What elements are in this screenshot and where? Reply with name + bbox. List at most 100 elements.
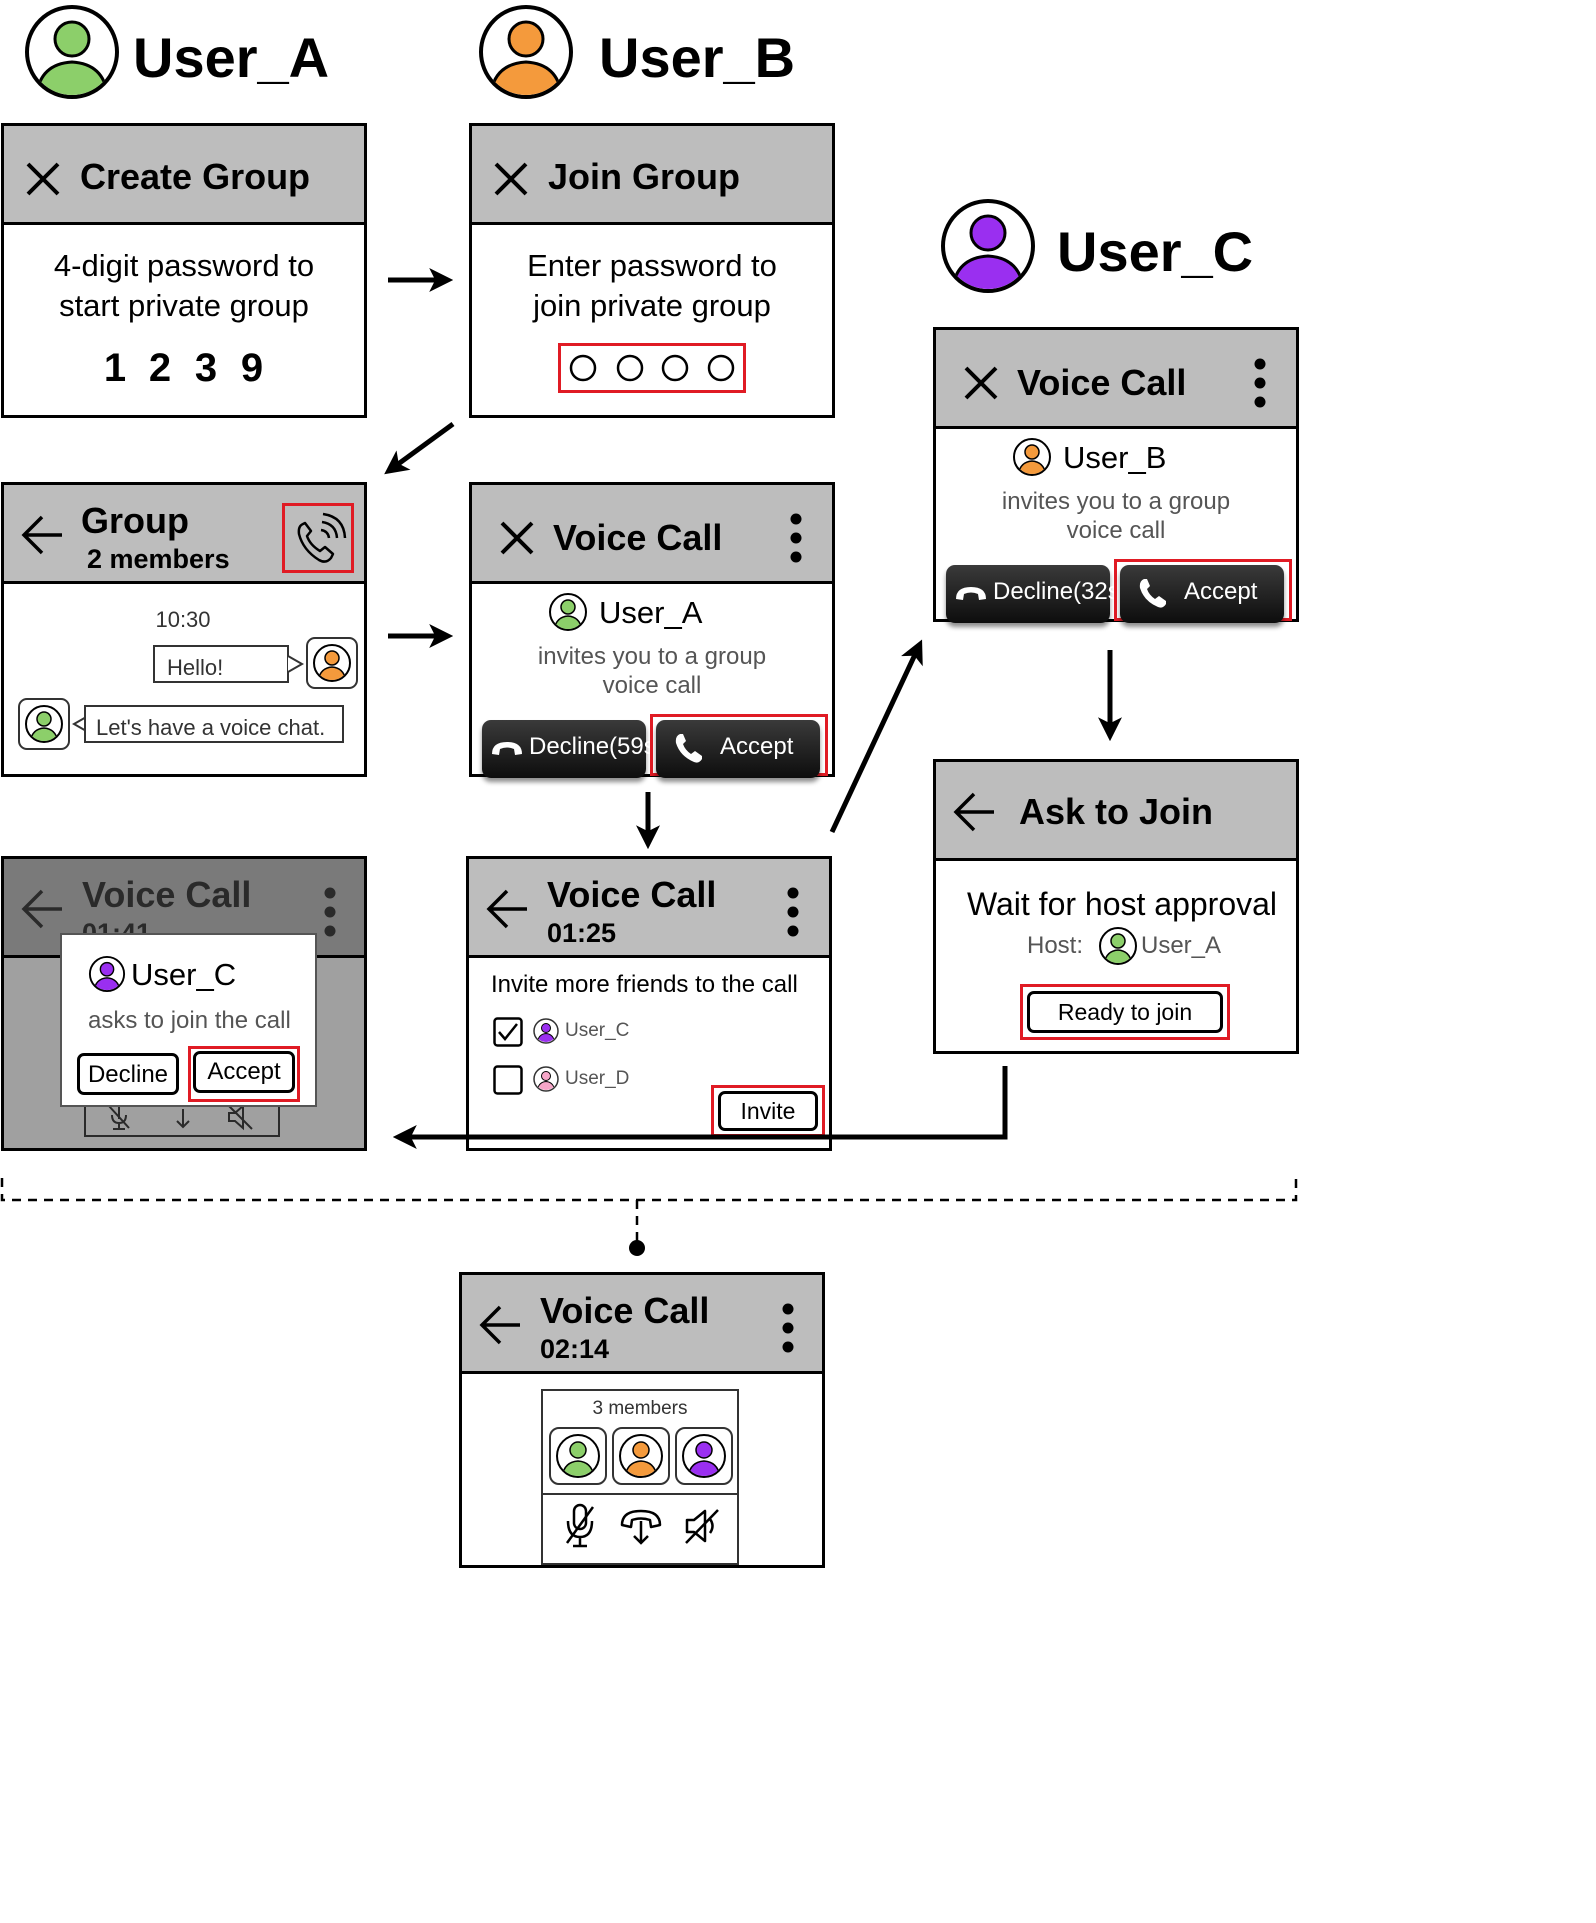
speaker-muted-icon[interactable] [683,1507,721,1545]
password-dots-icon [569,354,735,382]
user-b-label: User_B [599,26,796,89]
user-b-avatar-icon [1013,438,1051,476]
call-invite-header: Voice Call [472,485,832,584]
accept-button[interactable]: Accept [656,720,820,778]
more-options-icon[interactable] [788,513,804,563]
user-a-label: User_A [133,26,330,89]
mic-muted-icon[interactable] [563,1503,597,1549]
close-icon[interactable] [500,521,534,555]
friend-name: User_D [565,1068,630,1089]
ready-button-highlight [1020,984,1230,1040]
merge-connector [0,1178,1298,1256]
host-label: Host: [1027,932,1084,959]
accept-button[interactable]: Accept [1120,565,1284,623]
host-avatar-icon [1099,927,1137,965]
more-options-icon[interactable] [780,1303,796,1353]
close-icon[interactable] [964,366,998,400]
call-invite-header: Voice Call [936,330,1296,429]
voice-call-title: Voice Call [553,517,723,558]
user-d-avatar-icon [533,1066,559,1092]
decline-button[interactable]: Decline [77,1053,179,1095]
user-b-small-avatar-icon [306,637,358,689]
host-name: User_A [1141,932,1222,959]
password-input[interactable] [558,343,746,393]
create-group-desc-line2: start private group [59,288,309,323]
back-arrow-icon[interactable] [21,515,64,555]
flow-arrow [384,421,455,475]
create-group-panel: Create Group 4-digit password to start p… [1,123,367,418]
join-group-desc-line1: Enter password to [527,248,777,283]
password-digit: 2 [148,346,172,390]
back-arrow-icon[interactable] [21,889,64,929]
mic-muted-icon [108,1105,130,1130]
more-options-icon[interactable] [785,887,801,937]
chat-timestamp: 10:30 [155,607,211,632]
inviter-name: User_B [1063,440,1167,475]
create-group-header: Create Group [4,126,364,225]
user-a-small-avatar-icon [18,698,70,750]
call-timer: 02:14 [540,1334,610,1364]
back-arrow-icon[interactable] [479,1305,522,1345]
checkbox-checked-icon[interactable] [493,1017,523,1047]
chat-bubble-user-a: Let's have a voice chat. [84,705,344,743]
join-group-title: Join Group [548,156,740,197]
invite-heading: Invite more friends to the call [491,971,798,998]
invite-label: Invite [740,1098,796,1124]
join-request-message: asks to join the call [88,1007,291,1034]
bubble-tail [287,655,305,673]
voice-call-title: Voice Call [547,874,717,915]
join-group-header: Join Group [472,126,832,225]
call-members-box: 3 members [541,1389,739,1565]
voice-call-button[interactable] [282,503,354,573]
group-members-count: 2 members [87,544,230,574]
hang-up-icon [956,587,986,600]
hang-up-icon [176,1109,190,1129]
join-request-dialog: User_C asks to join the call Decline Acc… [60,933,317,1107]
ready-to-join-button[interactable]: Ready to join [1027,991,1223,1033]
member-avatar-user-a-icon [549,1427,607,1485]
invite-desc-line2: voice call [1066,517,1166,544]
hang-up-icon[interactable] [618,1507,664,1547]
accept-button[interactable]: Accept [193,1051,295,1093]
speaker-muted-icon [227,1103,253,1131]
member-avatar-user-b-icon [612,1427,670,1485]
create-group-title: Create Group [80,156,311,197]
more-options-icon[interactable] [1252,358,1268,408]
user-b-avatar-icon [479,5,573,99]
chat-message-text: Hello! [167,655,224,680]
back-arrow-icon[interactable] [953,792,996,832]
invite-desc-line1: invites you to a group [537,643,767,670]
call-invite-panel-c: Voice Call User_B invites you to a group… [933,327,1299,623]
voice-call-title: Voice Call [82,874,252,915]
call-invite-panel-b: Voice Call User_A invites you to a group… [469,482,835,778]
friend-name: User_C [565,1020,630,1041]
password-digit: 1 [103,346,127,390]
approve-join-panel: Voice Call 01:41 User_C asks to join the… [1,856,367,1151]
checkbox-unchecked-icon[interactable] [493,1065,523,1095]
decline-label: Decline(32s) [993,578,1128,605]
flow-arrow [829,639,923,834]
close-icon[interactable] [494,162,528,196]
invite-friends-panel: Voice Call 01:25 Invite more friends to … [466,856,832,1151]
more-options-icon[interactable] [322,887,338,937]
invite-button[interactable]: Invite [718,1091,818,1131]
ask-to-join-panel: Ask to Join Wait for host approval Host:… [933,759,1299,1054]
decline-button[interactable]: Decline(59s) [482,720,664,778]
decline-button[interactable]: Decline(32s) [946,565,1128,623]
voice-call-title: Voice Call [1017,362,1187,403]
phone-icon [1139,579,1166,608]
phone-call-icon [297,512,347,563]
group-title: Group [81,500,189,541]
final-call-panel: Voice Call 02:14 3 members [459,1272,825,1568]
password-digit: 3 [194,346,218,390]
accept-button-highlight [188,1046,300,1102]
user-a-avatar-icon [25,5,119,99]
close-icon[interactable] [26,162,60,196]
ask-to-join-header: Ask to Join [936,762,1296,861]
voice-call-header: Voice Call 01:25 [469,859,829,958]
join-group-desc-line2: join private group [533,288,771,323]
call-controls-divider [543,1493,737,1495]
invite-desc-line2: voice call [602,672,702,699]
user-c-label: User_C [1057,220,1254,283]
back-arrow-icon[interactable] [486,889,529,929]
